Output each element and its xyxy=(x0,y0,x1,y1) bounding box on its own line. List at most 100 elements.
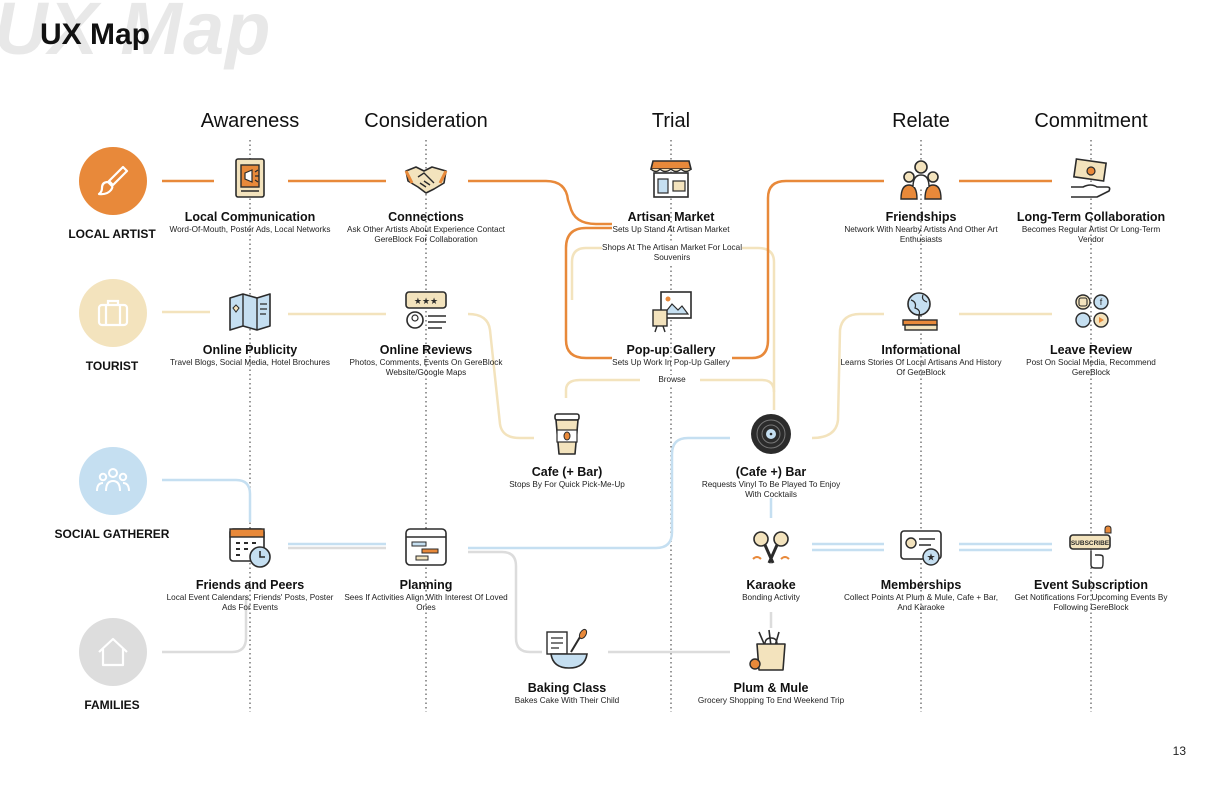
stage-trial: Trial xyxy=(651,110,691,132)
node-popup-gallery: Pop-up Gallery Sets Up Work In Pop-Up Ga… xyxy=(596,290,746,368)
node-description: Collect Points At Plum & Mule, Cafe + Ba… xyxy=(843,593,999,612)
node-description: Learns Stories Of Local Artisans And His… xyxy=(840,358,1002,377)
node-title: Connections xyxy=(388,210,464,224)
svg-text:★★★: ★★★ xyxy=(414,296,438,306)
node-title: Artisan Market xyxy=(627,210,715,224)
note-browse: Browse xyxy=(650,375,694,385)
node-description: Post On Social Media, Recommend GereBloc… xyxy=(1026,358,1156,377)
node-title: Friends and Peers xyxy=(195,578,305,592)
node-friendships: Friendships Network With Nearby Artists … xyxy=(836,157,1006,245)
background-watermark-title: UX Map xyxy=(0,0,272,70)
local-artist-path xyxy=(162,179,1052,360)
page-number: 13 xyxy=(1172,744,1186,758)
persona-label-local-artist: LOCAL ARTIST xyxy=(68,227,156,241)
node-description: Sets Up Stand At Artisan Market xyxy=(612,225,730,234)
node-leave-review: f Leave Review Post On Social Media, Rec… xyxy=(1016,290,1166,378)
stage-awareness: Awareness xyxy=(200,110,300,132)
node-title: Local Communication xyxy=(184,210,316,224)
social-media-icon: f xyxy=(1075,294,1109,328)
node-title: (Cafe +) Bar xyxy=(735,465,807,479)
node-title: Cafe (+ Bar) xyxy=(531,465,603,479)
poster-icon xyxy=(235,158,265,198)
node-title: Plum & Mule xyxy=(733,681,809,695)
node-plum-and-mule: Plum & Mule Grocery Shopping To End Week… xyxy=(696,628,846,706)
families-path xyxy=(162,546,773,654)
node-informational: Informational Learns Stories Of Local Ar… xyxy=(836,290,1006,378)
paintbrush-icon xyxy=(97,165,129,196)
subscribe-icon-text: SUBSCRIBE xyxy=(1071,540,1110,547)
node-title: Planning xyxy=(399,578,453,592)
node-description: Stops By For Quick Pick-Me-Up xyxy=(509,480,625,489)
stage-relate: Relate xyxy=(892,110,950,132)
page-title: UX Map xyxy=(40,18,151,51)
node-planning: Planning Sees If Activities Align With I… xyxy=(341,525,511,613)
node-title: Karaoke xyxy=(746,578,796,592)
node-description: Travel Blogs, Social Media, Hotel Brochu… xyxy=(170,358,330,367)
social-gatherer-badge xyxy=(79,447,147,515)
stage-consideration: Consideration xyxy=(364,110,488,132)
node-description: Requests Vinyl To Be Played To Enjoy Wit… xyxy=(701,480,841,499)
node-online-reviews: ★★★ Online Reviews Photos, Comments, Eve… xyxy=(341,290,511,378)
svg-text:f: f xyxy=(1100,297,1103,307)
node-description: Sets Up Work In Pop-Up Gallery xyxy=(612,358,730,367)
node-title: Baking Class xyxy=(527,681,607,695)
node-title: Long-Term Collaboration xyxy=(1016,210,1166,224)
node-cafe-plus-bar: (Cafe +) Bar Requests Vinyl To Be Played… xyxy=(696,412,846,500)
node-description: Local Event Calendars, Friends' Posts, P… xyxy=(166,593,334,612)
node-online-publicity: Online Publicity Travel Blogs, Social Me… xyxy=(165,290,335,368)
node-event-subscription: SUBSCRIBE Event Subscription Get Notific… xyxy=(1006,525,1176,613)
review-stars-icon: ★★★ xyxy=(405,291,447,329)
node-description: Grocery Shopping To End Weekend Trip xyxy=(697,696,845,705)
node-local-communication: Local Communication Word-Of-Mouth, Poste… xyxy=(165,157,335,235)
node-title: Online Reviews xyxy=(379,343,473,357)
node-description: Sees If Activities Align With Interest O… xyxy=(344,593,508,612)
local-artist-badge xyxy=(79,147,147,215)
node-title: Pop-up Gallery xyxy=(626,343,716,357)
stage-guide-lines xyxy=(249,140,1092,712)
suitcase-icon xyxy=(97,299,129,327)
people-icon xyxy=(900,160,942,200)
note-shops-souvenirs: Shops At The Artisan Market For Local So… xyxy=(602,243,743,263)
node-description: Network With Nearby Artists And Other Ar… xyxy=(844,225,998,244)
node-description: Bonding Activity xyxy=(742,593,800,602)
node-description: Photos, Comments, Events On GereBlock We… xyxy=(349,358,503,377)
node-connections: Connections Ask Other Artists About Expe… xyxy=(341,157,511,245)
microphones-icon xyxy=(752,531,790,564)
svg-text:★: ★ xyxy=(927,553,936,564)
node-title: Event Subscription xyxy=(1034,578,1148,592)
market-stall-icon xyxy=(649,160,693,198)
node-description: Bakes Cake With Their Child xyxy=(514,696,620,705)
calendar-clock-icon xyxy=(229,528,271,568)
tourist-path xyxy=(162,246,1052,440)
easel-icon xyxy=(652,291,692,333)
persona-label-social-gatherer: SOCIAL GATHERER xyxy=(54,527,170,541)
subscribe-icon: SUBSCRIBE xyxy=(1069,525,1112,569)
group-icon xyxy=(96,468,130,492)
handshake-icon xyxy=(404,166,448,194)
grocery-bag-icon xyxy=(749,629,786,671)
node-karaoke: Karaoke Bonding Activity xyxy=(696,525,846,603)
money-hand-icon xyxy=(1071,158,1111,198)
stage-commitment: Commitment xyxy=(1034,110,1148,132)
planner-icon xyxy=(405,528,447,566)
member-card-icon: ★ xyxy=(900,530,942,566)
brochure-icon xyxy=(229,293,271,331)
node-title: Memberships xyxy=(880,578,962,592)
node-description: Get Notifications For Upcoming Events By… xyxy=(1014,593,1168,612)
social-gatherer-path xyxy=(162,436,1052,552)
node-title: Friendships xyxy=(885,210,957,224)
node-cafe-bar: Cafe (+ Bar) Stops By For Quick Pick-Me-… xyxy=(492,412,642,490)
vinyl-record-icon xyxy=(751,414,791,454)
persona-label-tourist: TOURIST xyxy=(85,359,139,373)
house-icon xyxy=(98,637,128,667)
node-friends-and-peers: Friends and Peers Local Event Calendars,… xyxy=(165,525,335,613)
node-description: Word-Of-Mouth, Poster Ads, Local Network… xyxy=(169,225,331,234)
node-description: Ask Other Artists About Experience Conta… xyxy=(347,225,505,244)
persona-label-families: FAMILIES xyxy=(84,698,140,712)
node-title: Informational xyxy=(881,343,961,357)
node-description: Becomes Regular Artist Or Long-Term Vend… xyxy=(1021,225,1161,244)
globe-books-icon xyxy=(902,292,938,331)
node-title: Leave Review xyxy=(1050,343,1132,357)
families-badge xyxy=(79,618,147,686)
